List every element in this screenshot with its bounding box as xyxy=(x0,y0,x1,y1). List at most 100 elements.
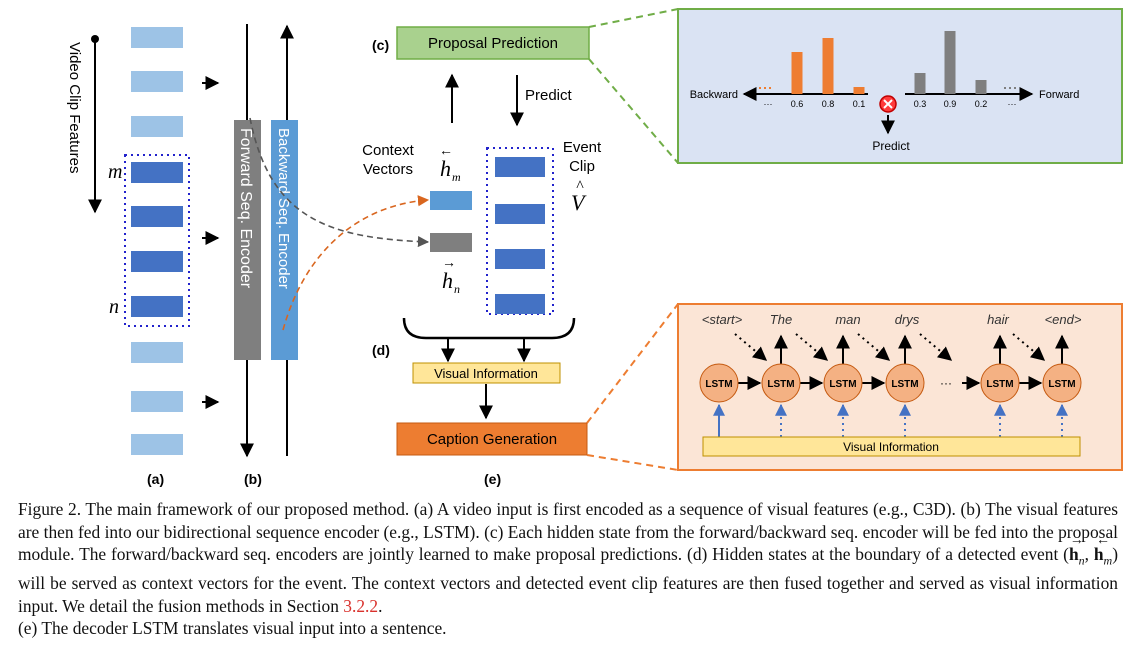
word-man: man xyxy=(835,312,860,327)
forward-score-bars xyxy=(914,31,987,94)
feature-block-event xyxy=(131,162,183,183)
caption-line-2a: (d) Hidden states at the boundary of a d… xyxy=(687,544,1069,565)
context-vectors-label-1: Context xyxy=(362,142,415,159)
hm-symbol: h xyxy=(440,156,451,181)
fuse-multiply-icon xyxy=(879,95,897,113)
visual-information-box xyxy=(412,362,561,384)
word-the: The xyxy=(770,312,792,327)
panel-e: Caption Generation (e) xyxy=(396,422,588,487)
fusion-brace xyxy=(402,317,576,340)
backward-encoder-label: Backward Seq. Encoder xyxy=(275,128,292,289)
decoder-ellipsis: ··· xyxy=(940,376,952,390)
section-ref-link[interactable]: 3.2.2 xyxy=(343,595,379,616)
proposal-inset: Backward Forward ··· 0.6 0.8 0.1 0.3 0.9… xyxy=(677,8,1123,164)
inset-backward-label: Backward xyxy=(690,89,738,101)
panel-c: Proposal Prediction (c) Predict Context … xyxy=(362,26,602,315)
event-span-box xyxy=(124,154,190,327)
context-vectors-label-2: Vectors xyxy=(363,161,413,178)
backward-score-bars xyxy=(791,38,865,94)
hn-arrow: → xyxy=(442,256,456,271)
panel-d: (d) Visual Information xyxy=(372,317,576,420)
feature-block xyxy=(131,434,183,455)
hm-arrow: ← xyxy=(439,144,453,159)
caption-line-2b: ) will be served as context vectors for … xyxy=(18,544,1118,616)
forward-score-bar xyxy=(975,80,987,94)
decoder-inset: <start> The man drys hair <end> ··· LSTM… xyxy=(677,303,1123,471)
bw-tick: 0.1 xyxy=(853,99,866,109)
feature-stack xyxy=(131,27,183,455)
backward-score-bar xyxy=(822,38,834,94)
panel-b-tag: (b) xyxy=(244,471,262,487)
bw-tick: 0.8 xyxy=(822,99,835,109)
backward-context-vector xyxy=(430,191,472,210)
feature-block-event xyxy=(131,296,183,317)
decoder-visual-info-box xyxy=(702,436,1081,457)
forward-context-vector xyxy=(430,233,472,252)
word-start: <start> xyxy=(702,312,743,327)
caption-hn-vector: →hn xyxy=(1068,533,1085,568)
decoder-visual-info-label: Visual Information xyxy=(843,440,939,454)
event-clip-block xyxy=(495,294,545,314)
panel-c-tag: (c) xyxy=(372,37,389,53)
fw-tick: 0.2 xyxy=(975,99,988,109)
lstm-cell: LSTM xyxy=(980,363,1020,403)
forward-context-arrow xyxy=(282,195,430,331)
caption-generation-box xyxy=(396,422,588,456)
panel-d-tag: (d) xyxy=(372,342,390,358)
panel-a: Video Clip Features m n (a) xyxy=(66,27,220,487)
event-clip-label-1: Event xyxy=(563,139,602,156)
bw-tick: ··· xyxy=(764,99,773,109)
svg-text:LSTM: LSTM xyxy=(829,379,856,390)
caption-line-1: Figure 2. The main framework of our prop… xyxy=(18,499,1118,565)
forward-encoder-label: Forward Seq. Encoder xyxy=(237,128,254,289)
inset-predict-label: Predict xyxy=(872,139,910,153)
word-drys: drys xyxy=(895,312,920,327)
hn-subscript: n xyxy=(454,282,460,296)
backward-score-bar xyxy=(791,52,803,94)
m-label: m xyxy=(108,161,122,183)
vhat-hat: ^ xyxy=(576,178,584,195)
hn-symbol: h xyxy=(442,268,453,293)
lstm-cell: LSTM xyxy=(699,363,739,403)
forward-score-bar xyxy=(944,31,956,94)
forward-encoder-bar xyxy=(234,120,261,360)
inset-forward-label: Forward xyxy=(1039,89,1079,101)
feature-block-event xyxy=(131,206,183,227)
svg-text:LSTM: LSTM xyxy=(986,379,1013,390)
feature-block xyxy=(131,27,183,48)
vhat-symbol: V xyxy=(571,190,587,215)
proposal-prediction-label: Proposal Prediction xyxy=(428,35,558,52)
panel-e-tag: (e) xyxy=(484,471,501,487)
n-label: n xyxy=(109,296,119,318)
forward-score-bar xyxy=(914,73,926,94)
fw-tick: ··· xyxy=(1008,99,1017,109)
event-clip-block xyxy=(495,204,545,224)
fw-tick: 0.3 xyxy=(914,99,927,109)
feature-block xyxy=(131,71,183,92)
feature-block xyxy=(131,116,183,137)
svg-text:LSTM: LSTM xyxy=(891,379,918,390)
visual-information-label: Visual Information xyxy=(434,366,538,381)
word-end: <end> xyxy=(1045,312,1082,327)
svg-text:LSTM: LSTM xyxy=(1048,379,1075,390)
bw-tick: 0.6 xyxy=(791,99,804,109)
framework-figure: Video Clip Features m n (a) Forward Seq.… xyxy=(66,8,1123,487)
event-clip-block xyxy=(495,157,545,177)
panel-b: Forward Seq. Encoder Backward Seq. Encod… xyxy=(234,24,298,487)
lstm-cell: LSTM xyxy=(1042,363,1082,403)
caption-generation-label: Caption Generation xyxy=(427,431,557,448)
predict-label: Predict xyxy=(525,87,573,104)
lstm-cell: LSTM xyxy=(761,363,801,403)
figure-caption: Figure 2. The main framework of our prop… xyxy=(18,499,1118,639)
backward-context-arrow xyxy=(249,117,430,248)
caption-line-3: (e) The decoder LSTM translates visual i… xyxy=(18,618,447,639)
panel-a-tag: (a) xyxy=(147,471,164,487)
event-clip-label-2: Clip xyxy=(569,158,595,175)
hm-subscript: m xyxy=(452,170,461,184)
feature-block xyxy=(131,391,183,412)
lstm-cell: LSTM xyxy=(823,363,863,403)
backward-encoder-bar xyxy=(271,120,298,360)
lstm-cell: LSTM xyxy=(885,363,925,403)
fw-tick: 0.9 xyxy=(944,99,957,109)
backward-score-bar xyxy=(853,87,865,94)
